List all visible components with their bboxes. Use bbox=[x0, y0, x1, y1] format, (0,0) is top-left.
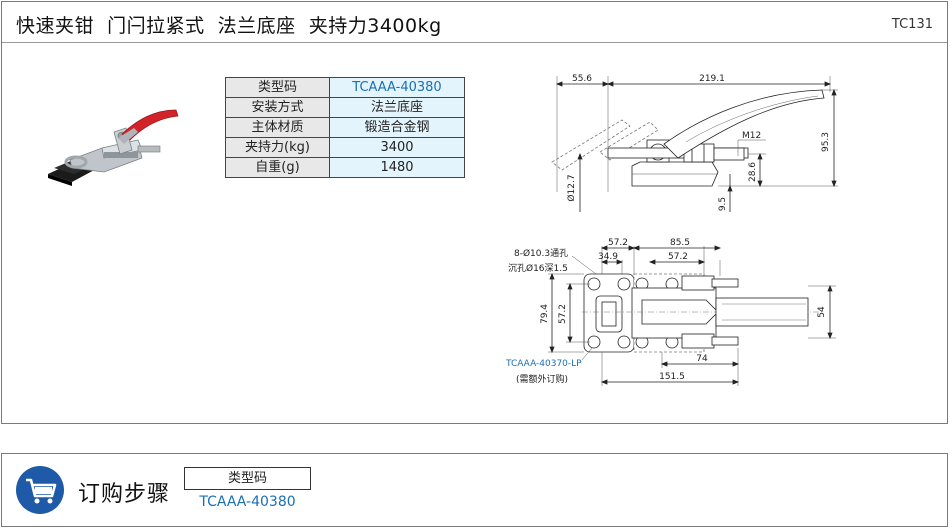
dim-55-6: 55.6 bbox=[572, 74, 592, 84]
dim-34-9: 34.9 bbox=[598, 252, 618, 262]
dim-57-2-top: 57.2 bbox=[608, 238, 628, 248]
top-view: 8-Ø10.3通孔 沉孔Ø16深1.5 57.2 34.9 85.5 bbox=[505, 238, 836, 386]
spec-label: 夹持力(kg) bbox=[225, 137, 330, 158]
dim-151-5: 151.5 bbox=[659, 372, 685, 382]
order-panel: 订购步骤 类型码 TCAAA-40380 bbox=[1, 453, 948, 527]
spec-value: 法兰底座 bbox=[329, 97, 465, 118]
spec-label: 主体材质 bbox=[225, 117, 330, 138]
dim-79-4: 79.4 bbox=[540, 304, 550, 324]
spec-value: 1480 bbox=[329, 157, 465, 178]
title-divider bbox=[2, 42, 947, 43]
dim-pin-diameter: Ø12.7 bbox=[566, 174, 577, 201]
hole-note-counterbore: 沉孔Ø16深1.5 bbox=[508, 263, 568, 274]
technical-drawing: 55.6 219.1 bbox=[505, 74, 838, 386]
spec-label: 自重(g) bbox=[225, 157, 330, 178]
table-row: 类型码 TCAAA-40380 bbox=[225, 77, 465, 98]
side-view: 55.6 219.1 bbox=[551, 74, 838, 212]
spec-label: 类型码 bbox=[225, 77, 330, 98]
cart-icon bbox=[16, 466, 64, 514]
table-row: 自重(g) 1480 bbox=[225, 157, 465, 178]
order-type-code[interactable]: TCAAA-40380 bbox=[199, 494, 296, 510]
dim-57-2-right: 57.2 bbox=[668, 252, 688, 262]
page-title: 快速夹钳 门闩拉紧式 法兰底座 夹持力3400kg bbox=[16, 15, 442, 37]
dim-54: 54 bbox=[817, 306, 827, 318]
dim-219-1: 219.1 bbox=[699, 74, 725, 84]
product-photo bbox=[48, 109, 179, 186]
dim-57-2-vertical: 57.2 bbox=[558, 304, 568, 324]
plate-note: (需额外订购) bbox=[516, 373, 568, 385]
spec-value: 锻造合金钢 bbox=[329, 117, 465, 138]
dim-28-6: 28.6 bbox=[748, 162, 758, 182]
hole-note-through: 8-Ø10.3通孔 bbox=[514, 248, 568, 259]
dim-85-5: 85.5 bbox=[670, 238, 690, 248]
spec-value: 3400 bbox=[329, 137, 465, 158]
order-type-label: 类型码 bbox=[184, 467, 311, 490]
spec-value[interactable]: TCAAA-40380 bbox=[329, 77, 465, 98]
thread-m12: M12 bbox=[742, 131, 761, 141]
order-steps-title: 订购步骤 bbox=[78, 482, 171, 507]
dim-95-3: 95.3 bbox=[821, 132, 831, 152]
product-code: TC131 bbox=[891, 17, 933, 32]
product-panel: 快速夹钳 门闩拉紧式 法兰底座 夹持力3400kg TC131 类型码 TCAA… bbox=[1, 1, 948, 424]
spec-label: 安装方式 bbox=[225, 97, 330, 118]
spec-table: 类型码 TCAAA-40380 安装方式 法兰底座 主体材质 锻造合金钢 夹持力… bbox=[225, 77, 465, 178]
table-row: 安装方式 法兰底座 bbox=[225, 97, 465, 118]
table-row: 夹持力(kg) 3400 bbox=[225, 137, 465, 158]
dim-74: 74 bbox=[696, 354, 708, 364]
dim-9-5: 9.5 bbox=[718, 197, 728, 211]
plate-code[interactable]: TCAAA-40370-LP bbox=[505, 359, 582, 369]
table-row: 主体材质 锻造合金钢 bbox=[225, 117, 465, 138]
